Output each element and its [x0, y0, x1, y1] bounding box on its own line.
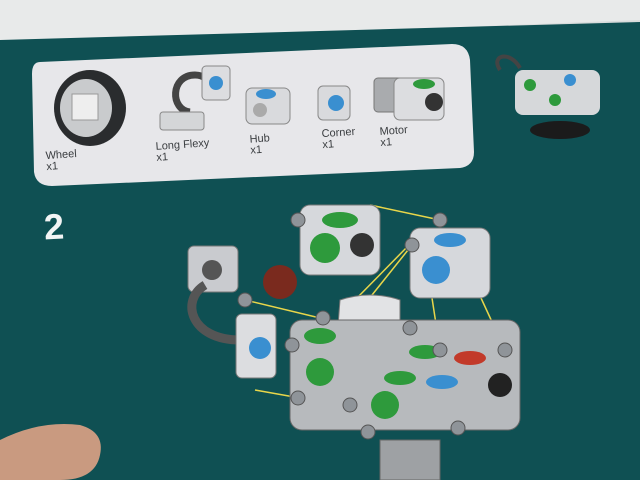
step-number: 2: [42, 205, 66, 248]
paper-background: [0, 0, 640, 45]
long-flexy-part-icon: [159, 65, 231, 131]
wheel-part-icon: [54, 70, 126, 146]
hub-part-icon: [245, 87, 291, 125]
corner-part-icon: [317, 85, 351, 121]
assembled-preview-icon: [495, 54, 600, 139]
thumb: [0, 424, 101, 480]
assembly-diagram: [187, 204, 521, 480]
motor-part-icon: [373, 77, 445, 121]
